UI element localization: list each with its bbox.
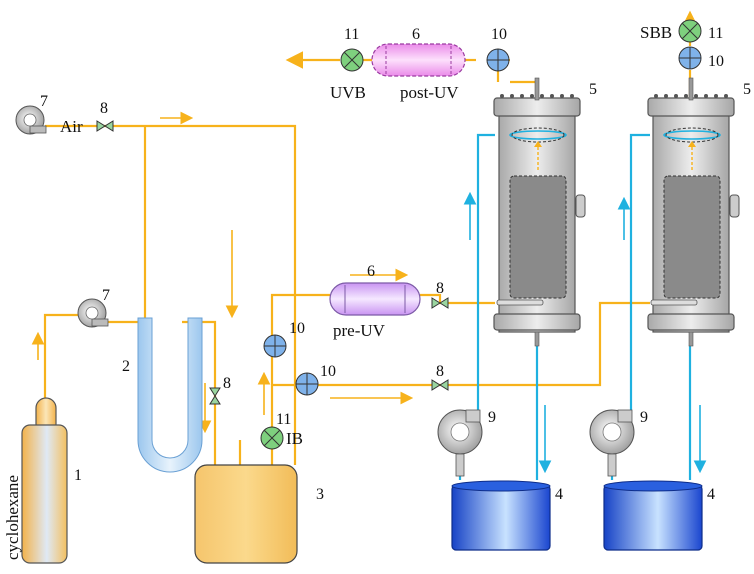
water-pump-icon [437,409,483,477]
number-10-right: 10 [708,53,724,70]
number-7-air: 7 [40,93,48,110]
number-10-post: 10 [491,26,507,43]
number-6-pre: 6 [367,263,375,280]
air-pump-icon [15,105,47,135]
number-10-bypass: 10 [320,363,336,380]
gas-arrows [31,111,414,434]
u-tube-saturator [137,317,203,473]
bubbler-icon [340,48,364,72]
number-10-pre: 10 [289,320,305,337]
photoreactor-left [493,77,586,347]
number-5-right: 5 [743,81,751,98]
number-4-left: 4 [555,486,563,503]
needle-valve-icon [431,297,449,309]
pre-uv-lamp [329,282,421,316]
bubbler-icon [678,19,702,43]
number-4-right: 4 [707,486,715,503]
label-uvb: UVB [330,83,366,102]
number-8-bypass: 8 [436,363,444,380]
number-6-post: 6 [412,26,420,43]
water-pump-icon [589,409,635,477]
label-pre-uv: pre-UV [333,321,386,340]
bubbler-icon [260,426,284,450]
number-5-left: 5 [589,81,597,98]
number-11-uvb: 11 [344,26,359,43]
number-3: 3 [316,486,324,503]
needle-valve-icon [431,379,449,391]
number-2: 2 [122,358,130,375]
label-sbb: SBB [640,23,672,42]
water-lines [458,133,692,480]
label-air: Air [60,117,83,136]
number-8-air: 8 [100,100,108,117]
number-1: 1 [74,467,82,484]
needle-valve-icon [96,120,114,132]
needle-valve-icon [209,387,221,405]
flowmeter-icon [295,372,319,396]
mixing-chamber [194,464,298,564]
label-ib: IB [286,429,303,448]
flowmeter-icon [486,48,510,72]
number-11-ib: 11 [276,411,291,428]
air-pump-icon [77,298,109,328]
water-arrows [463,191,707,474]
component-numbers: 1 2 3 4 4 5 5 6 6 7 7 8 8 8 8 9 9 10 10 … [40,25,751,503]
post-uv-lamp [371,43,466,77]
flowmeter-icon [263,334,287,358]
number-7-cyclo: 7 [102,287,110,304]
photoreactor-right [647,77,740,347]
label-post-uv: post-UV [400,83,459,102]
number-11-sbb: 11 [708,25,723,42]
water-tank-left [451,480,551,551]
flowmeter-icon [678,46,702,70]
number-8-pre: 8 [436,280,444,297]
number-9-right: 9 [640,409,648,426]
number-9-left: 9 [488,409,496,426]
component-labels: Air pre-UV post-UV UVB SBB IB cyclohexan… [3,23,672,560]
label-cyclohexane: cyclohexane [3,475,22,560]
cyclohexane-cylinder [21,397,68,564]
number-8-utube: 8 [223,375,231,392]
water-tank-right [603,480,703,551]
